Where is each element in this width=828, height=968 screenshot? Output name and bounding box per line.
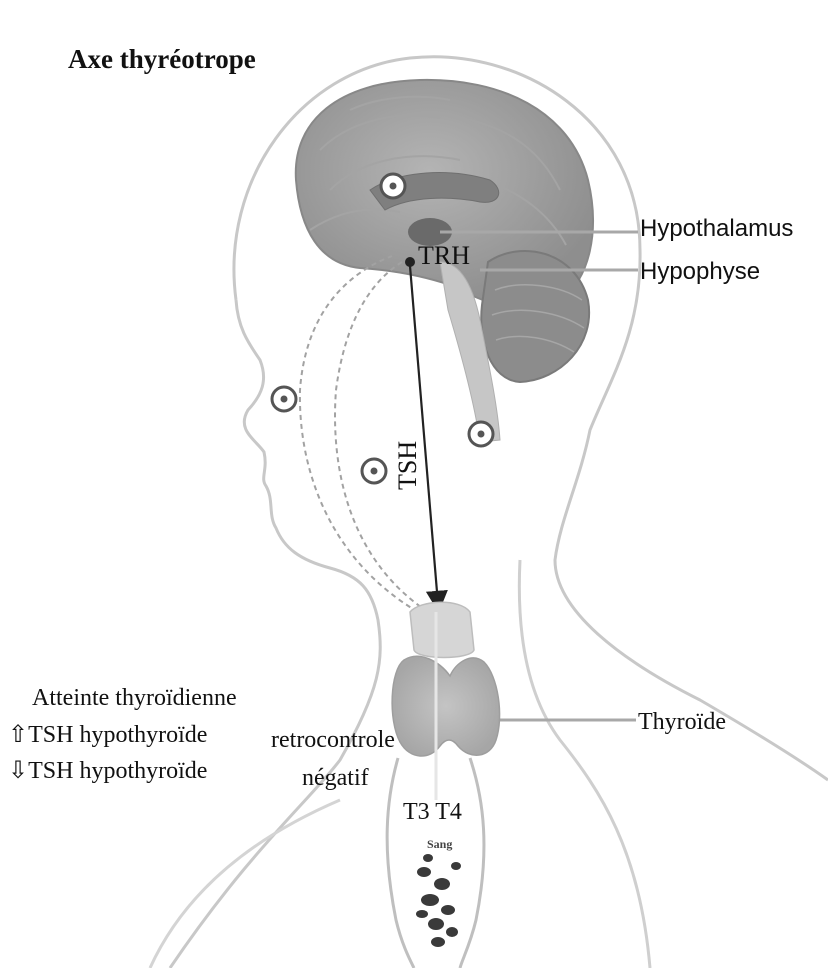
pituitary-gland — [405, 257, 415, 267]
tsh-up-text: TSH hypothyroïde — [28, 722, 207, 748]
hypothalamus-label: Hypothalamus — [640, 217, 793, 241]
tsh-down-line: ⇩TSH hypothyroïde — [8, 758, 207, 783]
tsh-arrow — [410, 266, 438, 604]
retrocontrole-label: retrocontrole — [271, 728, 395, 752]
tsh-down-text: TSH hypothyroïde — [28, 758, 207, 784]
blood-cells — [416, 854, 461, 947]
trh-label: TRH — [418, 243, 470, 269]
sang-label: Sang — [427, 838, 452, 850]
atteinte-heading: Atteinte thyroïdienne — [32, 686, 237, 710]
shoulder-left — [150, 800, 340, 968]
arrow-down-icon: ⇩ — [8, 756, 28, 784]
thyroid-gland — [392, 656, 499, 756]
t3-t4-label: T3 T4 — [403, 800, 462, 824]
negatif-label: négatif — [302, 766, 369, 790]
thyroide-label: Thyroïde — [638, 710, 726, 734]
arrow-up-icon: ⇧ — [8, 720, 28, 748]
tsh-label: TSH — [395, 441, 421, 490]
diagram-title: Axe thyréotrope — [68, 46, 256, 73]
hypophyse-label: Hypophyse — [640, 260, 760, 284]
larynx — [410, 602, 474, 657]
tsh-up-line: ⇧TSH hypothyroïde — [8, 722, 207, 747]
